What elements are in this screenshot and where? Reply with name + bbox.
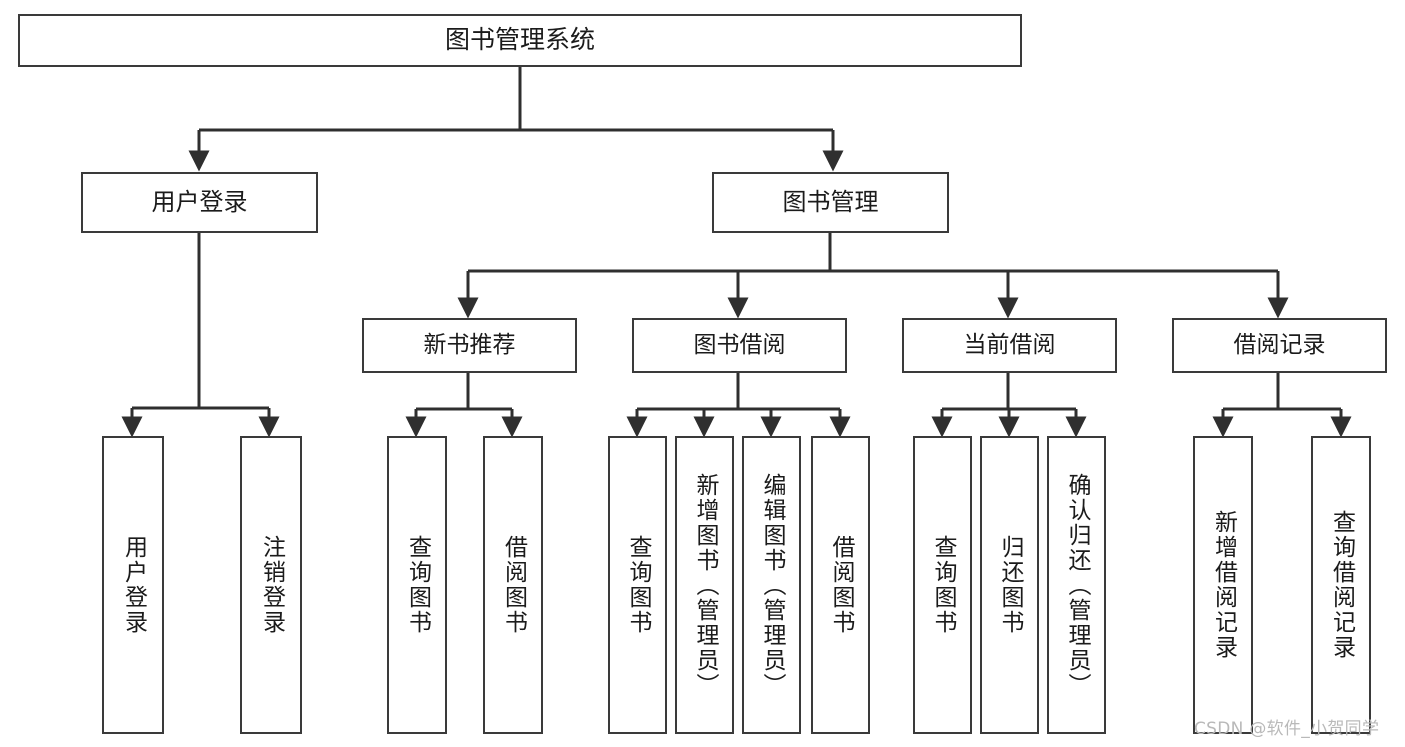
node-leaf-edit-book[interactable]: 编辑图书（管理员） [742, 436, 801, 734]
node-leaf-add-record-label: 新增借阅记录 [1210, 510, 1237, 660]
node-user-login[interactable]: 用户登录 [81, 172, 318, 233]
node-new-book-rec-label: 新书推荐 [423, 332, 516, 359]
node-leaf-query-book-rec-label: 查询图书 [404, 535, 431, 635]
node-root-label: 图书管理系统 [444, 25, 595, 55]
node-book-manage-label: 图书管理 [782, 187, 879, 216]
node-leaf-query-book-current-label: 查询图书 [930, 535, 956, 635]
node-leaf-borrow-book-label: 借阅图书 [828, 535, 854, 635]
node-leaf-borrow-book-rec-label: 借阅图书 [500, 535, 527, 635]
node-leaf-query-book-current[interactable]: 查询图书 [913, 436, 972, 734]
node-book-manage[interactable]: 图书管理 [712, 172, 949, 233]
node-leaf-logout[interactable]: 注销登录 [240, 436, 302, 734]
node-leaf-add-record[interactable]: 新增借阅记录 [1193, 436, 1253, 734]
node-book-borrow-label: 图书借阅 [693, 332, 786, 359]
node-leaf-edit-book-label: 编辑图书（管理员） [759, 472, 785, 698]
node-user-login-label: 用户登录 [151, 187, 248, 216]
node-current-borrow-label: 当前借阅 [963, 332, 1056, 359]
node-book-borrow[interactable]: 图书借阅 [632, 318, 847, 373]
node-root[interactable]: 图书管理系统 [18, 14, 1022, 67]
node-leaf-query-book-borrow[interactable]: 查询图书 [608, 436, 667, 734]
node-current-borrow[interactable]: 当前借阅 [902, 318, 1117, 373]
node-borrow-record-label: 借阅记录 [1233, 332, 1326, 359]
node-leaf-query-book-rec[interactable]: 查询图书 [387, 436, 447, 734]
node-leaf-logout-label: 注销登录 [258, 535, 285, 635]
node-leaf-return-book-label: 归还图书 [997, 535, 1023, 635]
node-leaf-add-book-label: 新增图书（管理员） [692, 472, 718, 698]
node-leaf-borrow-book-rec[interactable]: 借阅图书 [483, 436, 543, 734]
node-leaf-query-book-borrow-label: 查询图书 [625, 535, 651, 635]
node-new-book-rec[interactable]: 新书推荐 [362, 318, 577, 373]
node-leaf-query-record[interactable]: 查询借阅记录 [1311, 436, 1371, 734]
node-borrow-record[interactable]: 借阅记录 [1172, 318, 1387, 373]
node-leaf-borrow-book[interactable]: 借阅图书 [811, 436, 870, 734]
watermark: CSDN @软件_小贺同学 [1194, 719, 1380, 739]
node-leaf-user-login[interactable]: 用户登录 [102, 436, 164, 734]
node-leaf-user-login-label: 用户登录 [120, 535, 147, 635]
node-leaf-return-book[interactable]: 归还图书 [980, 436, 1039, 734]
node-leaf-confirm-return[interactable]: 确认归还（管理员） [1047, 436, 1106, 734]
node-leaf-add-book[interactable]: 新增图书（管理员） [675, 436, 734, 734]
node-leaf-query-record-label: 查询借阅记录 [1328, 510, 1355, 660]
node-leaf-confirm-return-label: 确认归还（管理员） [1064, 472, 1090, 698]
